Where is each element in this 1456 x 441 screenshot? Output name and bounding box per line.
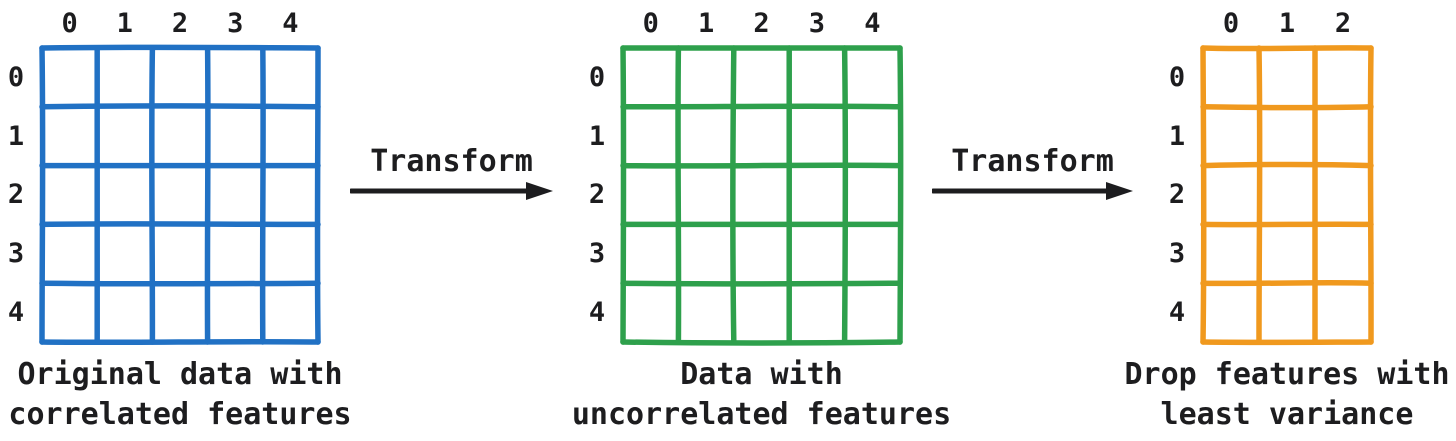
column-label: 0 (1222, 8, 1240, 39)
column-label: 4 (864, 8, 881, 39)
transform-label: Transform (370, 144, 533, 179)
transform-label: Transform (951, 144, 1114, 179)
row-label: 2 (1168, 179, 1186, 211)
row-labels: 0 1 2 3 4 (0, 48, 32, 342)
row-label: 2 (588, 179, 606, 211)
row-label: 4 (588, 297, 606, 329)
row-label: 3 (1168, 238, 1186, 270)
column-label: 4 (282, 8, 299, 39)
column-labels: 0 1 2 (1203, 8, 1371, 40)
row-label: 0 (7, 61, 25, 93)
transform-arrow-1: Transform (350, 146, 553, 202)
matrix-grid (620, 45, 904, 346)
matrix-grid (39, 44, 321, 346)
transform-arrow-2: Transform (932, 146, 1133, 202)
arrow-right-icon (932, 182, 1133, 200)
matrix-grid (1200, 45, 1374, 346)
column-label: 0 (61, 8, 78, 39)
matrix-caption: Drop features with least variance (1124, 355, 1449, 435)
grid-lines (620, 45, 904, 346)
column-label: 0 (642, 8, 659, 39)
row-label: 0 (1168, 61, 1186, 93)
row-label: 2 (7, 179, 25, 211)
caption-line: Drop features with (1124, 357, 1450, 392)
matrix-caption: Original data with correlated features (8, 355, 351, 435)
row-labels: 0 1 2 3 4 (1161, 48, 1193, 342)
matrix-caption: Data with uncorrelated features (572, 355, 951, 435)
grid-lines (39, 44, 321, 346)
column-label: 1 (116, 8, 133, 39)
column-label: 3 (808, 8, 826, 39)
grid-lines (1200, 45, 1374, 346)
row-labels: 0 1 2 3 4 (581, 48, 613, 342)
caption-line: Original data with (17, 357, 343, 392)
caption-line: correlated features (8, 397, 352, 432)
column-labels: 0 1 2 3 4 (42, 8, 318, 40)
column-label: 2 (753, 8, 770, 39)
reduced-data-matrix: 0 1 2 0 1 2 3 4 Drop features with least varian… (1124, 8, 1449, 432)
uncorrelated-data-matrix: 0 1 2 3 4 0 1 2 3 4 Data with uncorrelated featur… (572, 8, 951, 432)
column-label: 3 (227, 8, 244, 39)
row-label: 3 (588, 238, 606, 270)
row-label: 4 (7, 297, 25, 329)
column-label: 2 (1334, 8, 1352, 39)
column-label: 1 (1278, 8, 1296, 39)
row-label: 1 (588, 120, 606, 152)
row-label: 0 (588, 61, 606, 93)
column-label: 2 (171, 8, 189, 39)
caption-line: least variance (1160, 397, 1414, 432)
row-label: 3 (7, 238, 25, 270)
row-label: 1 (7, 120, 25, 152)
caption-line: uncorrelated features (571, 397, 952, 432)
row-label: 1 (1168, 120, 1186, 152)
caption-line: Data with (680, 357, 843, 392)
original-data-matrix: 0 1 2 3 4 0 1 2 3 4 Original data with correlated… (8, 8, 352, 432)
column-label: 1 (697, 8, 715, 39)
column-labels: 0 1 2 3 4 (623, 8, 900, 40)
arrow-right-icon (350, 182, 553, 200)
row-label: 4 (1168, 297, 1186, 329)
